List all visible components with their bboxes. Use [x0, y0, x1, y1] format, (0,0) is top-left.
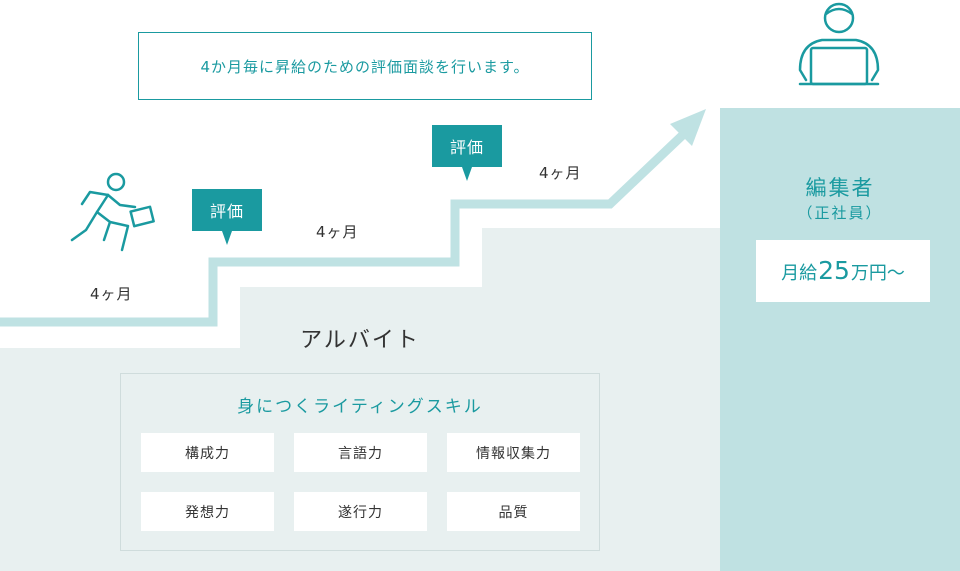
skill-item: 品質: [447, 492, 580, 531]
skill-item: 構成力: [141, 433, 274, 472]
worker-at-laptop-icon: [798, 2, 880, 86]
evaluation-tag: 評価: [432, 125, 502, 181]
period-label: 4ヶ月: [90, 285, 133, 303]
editor-title: 編集者: [805, 176, 875, 200]
salary-suffix: 万円～: [850, 263, 905, 284]
salary-prefix: 月給: [781, 263, 818, 284]
editor-column: [720, 108, 960, 571]
evaluation-note: 4か月毎に昇給のための評価面談を行います。: [138, 32, 592, 100]
evaluation-tag: 評価: [192, 189, 262, 245]
salary-number: 25: [818, 256, 850, 285]
part-time-title: アルバイト: [300, 328, 420, 353]
skills-grid: 構成力 言語力 情報収集力 発想力 遂行力 品質: [141, 433, 580, 531]
period-label: 4ヶ月: [539, 164, 582, 182]
part-time-area: [0, 228, 720, 571]
salary-box: 月給 25 万円～: [756, 240, 930, 302]
skill-item: 発想力: [141, 492, 274, 531]
skills-title: 身につくライティングスキル: [237, 397, 483, 417]
skill-item: 情報収集力: [447, 433, 580, 472]
growth-arrowhead: [670, 109, 706, 146]
period-label: 4ヶ月: [316, 223, 359, 241]
skill-item: 言語力: [294, 433, 427, 472]
skills-panel: 身につくライティングスキル 構成力 言語力 情報収集力 発想力 遂行力 品質: [120, 373, 600, 551]
growth-path: [0, 126, 692, 327]
skill-item: 遂行力: [294, 492, 427, 531]
editor-subtitle: （正社員）: [797, 204, 883, 222]
running-person-icon: [70, 172, 155, 252]
